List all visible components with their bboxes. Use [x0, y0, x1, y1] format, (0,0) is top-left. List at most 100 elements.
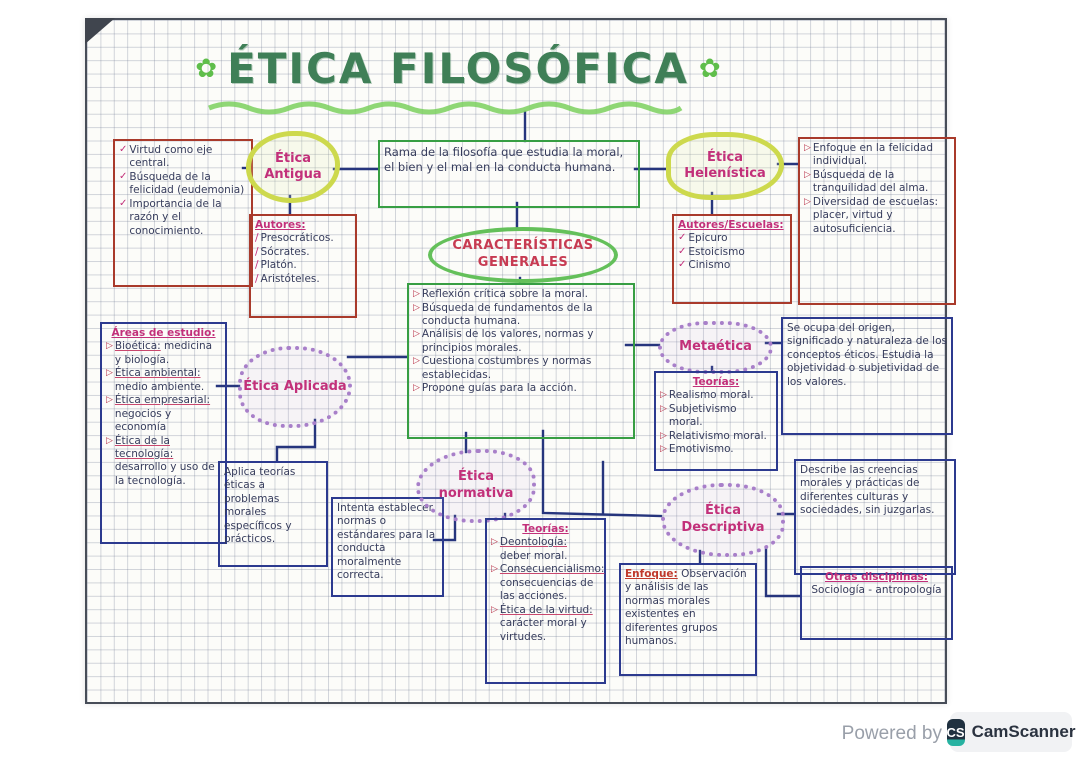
- triangle-bullet-icon: ▷: [106, 368, 113, 379]
- slash-bullet-icon: /: [255, 272, 259, 285]
- triangle-bullet-icon: ▷: [491, 537, 498, 548]
- check-bullet-icon: ✓: [119, 144, 128, 155]
- escuela: Cinismo: [688, 259, 731, 272]
- page-title: ✿ ÉTICA FILOSÓFICA ✿: [168, 44, 748, 93]
- metaetica-teoria: Realismo moral.: [668, 389, 754, 402]
- escuelas-title: Autores/Escuelas:: [678, 219, 784, 231]
- caracteristica: Reflexión crítica sobre la moral.: [421, 288, 589, 300]
- helenistica-point: Búsqueda de la tranquilidad del alma.: [812, 168, 929, 195]
- slash-bullet-icon: /: [255, 259, 259, 272]
- camscanner-badge: CS CamScanner: [946, 712, 1076, 752]
- antigua-point: Búsqueda de la felicidad (eudemonia): [129, 170, 245, 197]
- descriptiva-enfoque-box: Enfoque: Observación y análisis de las n…: [619, 563, 757, 676]
- helenistica-escuelas-box: Autores/Escuelas: ✓Epicuro ✓Estoicismo ✓…: [672, 214, 792, 304]
- area-desc: medio ambiente.: [114, 380, 205, 393]
- metaetica-teoria: Emotivismo.: [668, 443, 734, 456]
- antigua-point: Virtud como eje central.: [129, 144, 213, 170]
- check-bullet-icon: ✓: [119, 197, 128, 209]
- triangle-bullet-icon: ▷: [804, 196, 811, 207]
- otras-desc: Sociología - antropología: [811, 584, 942, 597]
- triangle-bullet-icon: ▷: [413, 289, 420, 299]
- triangle-bullet-icon: ▷: [660, 403, 667, 414]
- slash-bullet-icon: /: [255, 232, 259, 245]
- normativa-nota: Intenta establecer normas o estándares p…: [337, 502, 436, 582]
- area-term: Ética empresarial:: [114, 394, 211, 407]
- triangle-bullet-icon: ▷: [804, 143, 811, 153]
- area-term: Bioética:: [114, 340, 161, 353]
- node-etica-helenistica: Ética Helenística: [666, 132, 784, 200]
- triangle-bullet-icon: ▷: [660, 430, 667, 441]
- helenistica-point: Diversidad de escuelas: placer, virtud y…: [812, 195, 939, 235]
- triangle-bullet-icon: ▷: [660, 444, 667, 455]
- node-etica-antigua: Ética Antigua: [246, 131, 340, 203]
- area-item: Bioética: medicina y biología.: [115, 340, 221, 367]
- node-etica-aplicada: Ética Aplicada: [238, 346, 352, 428]
- area-desc: negocios y economía: [114, 407, 172, 434]
- title-underline-wave: [208, 101, 683, 115]
- node-label: Metaética: [679, 339, 752, 355]
- autor: Aristóteles.: [260, 272, 320, 285]
- triangle-bullet-icon: ▷: [413, 383, 420, 394]
- autor: Platón.: [260, 259, 297, 272]
- otras-disciplinas-box: Otras disciplinas: Sociología - antropol…: [800, 566, 953, 640]
- escuela: Estoicismo: [688, 245, 745, 258]
- camscanner-logo-icon: CS: [946, 718, 965, 746]
- node-caracteristicas: CARACTERÍSTICAS GENERALES: [428, 227, 618, 283]
- check-bullet-icon: ✓: [678, 245, 687, 257]
- aplicada-nota-box: Aplica teorías éticas a problemas morale…: [218, 461, 328, 567]
- node-label: Ética Helenística: [684, 149, 766, 181]
- node-label: CARACTERÍSTICAS GENERALES: [452, 238, 594, 270]
- area-term: Ética de la tecnología:: [114, 434, 174, 460]
- definition-text: Rama de la filosofía que estudia la mora…: [384, 145, 624, 174]
- triangle-bullet-icon: ▷: [106, 435, 113, 446]
- clover-icon: ✿: [698, 53, 721, 84]
- check-bullet-icon: ✓: [678, 259, 687, 271]
- teoria-term: Deontología:: [499, 536, 567, 549]
- slash-bullet-icon: /: [255, 245, 259, 258]
- teorias-title: Teorías:: [692, 376, 740, 388]
- teoria-desc: carácter moral y virtudes.: [499, 617, 587, 643]
- areas-estudio-box: Áreas de estudio: ▷Bioética: medicina y …: [100, 322, 227, 544]
- teoria-term: Ética de la virtud:: [499, 603, 593, 616]
- metaetica-teoria: Subjetivismo moral.: [668, 402, 737, 429]
- enfoque-term: Enfoque:: [625, 568, 678, 580]
- metaetica-nota: Se ocupa del origen, significado y natur…: [787, 322, 947, 388]
- teoria-desc: consecuencias de las acciones.: [499, 576, 594, 603]
- teorias-title: Teorías:: [522, 523, 569, 535]
- autor: Presocráticos.: [260, 232, 334, 245]
- notebook-grid-page: [85, 18, 947, 704]
- escuela: Epicuro: [688, 232, 728, 245]
- triangle-bullet-icon: ▷: [106, 341, 113, 352]
- autores-title: Autores:: [255, 219, 306, 231]
- teoria-item: Ética de la virtud: carácter moral y vir…: [500, 604, 600, 644]
- antigua-points-box: ✓Virtud como eje central. ✓Búsqueda de l…: [113, 139, 253, 287]
- descriptiva-nota: Describe las creencias morales y práctic…: [800, 464, 935, 517]
- triangle-bullet-icon: ▷: [804, 169, 811, 180]
- helenistica-point: Enfoque en la felicidad individual.: [812, 142, 934, 168]
- teoria-desc: deber moral.: [499, 549, 568, 562]
- caracteristica: Búsqueda de fundamentos de la conducta h…: [421, 301, 593, 327]
- autor: Sócrates.: [260, 245, 310, 258]
- node-etica-normativa: Ética normativa: [416, 449, 536, 523]
- normativa-nota-box: Intenta establecer normas o estándares p…: [331, 497, 444, 597]
- page-title-text: ÉTICA FILOSÓFICA: [227, 44, 689, 93]
- antigua-point: Importancia de la razón y el conocimient…: [129, 197, 222, 237]
- triangle-bullet-icon: ▷: [660, 390, 667, 401]
- area-item: Ética de la tecnología: desarrollo y uso…: [115, 435, 221, 489]
- helenistica-points-box: ▷Enfoque en la felicidad individual. ▷Bú…: [798, 137, 956, 305]
- check-bullet-icon: ✓: [119, 170, 128, 182]
- metaetica-teorias-box: Teorías: ▷Realismo moral. ▷Subjetivismo …: [654, 371, 778, 471]
- definition-box: Rama de la filosofía que estudia la mora…: [378, 140, 640, 208]
- teoria-term: Consecuencialismo:: [499, 563, 605, 576]
- otras-title: Otras disciplinas:: [824, 571, 929, 583]
- area-item: Ética ambiental: medio ambiente.: [115, 367, 221, 394]
- teoria-item: Consecuencialismo: consecuencias de las …: [500, 563, 605, 603]
- node-label: Ética Descriptiva: [681, 503, 765, 535]
- triangle-bullet-icon: ▷: [491, 564, 498, 575]
- triangle-bullet-icon: ▷: [413, 356, 420, 367]
- descriptiva-nota-box: Describe las creencias morales y práctic…: [794, 459, 956, 575]
- node-label: Ética normativa: [438, 469, 514, 501]
- caracteristicas-box: ▷Reflexión crítica sobre la moral. ▷Búsq…: [407, 283, 635, 439]
- triangle-bullet-icon: ▷: [106, 395, 113, 406]
- triangle-bullet-icon: ▷: [491, 604, 498, 615]
